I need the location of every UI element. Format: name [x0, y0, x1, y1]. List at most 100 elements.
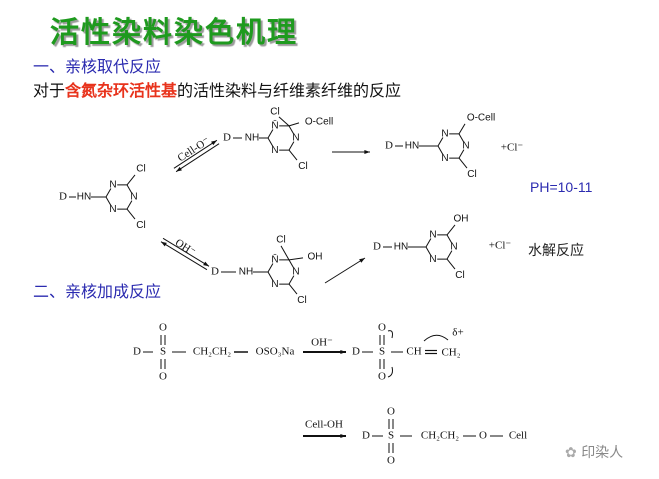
dye-label: D [373, 241, 381, 253]
chlorine: Cl [136, 164, 145, 175]
dye-label: D [362, 430, 370, 442]
slide-title: 活性染料染色机理 [50, 15, 299, 49]
bond [458, 133, 465, 143]
ring-nitrogen: N [450, 242, 457, 253]
reagent-hydroxide: OH⁻ [173, 237, 198, 259]
bond [437, 145, 444, 155]
bond [446, 224, 456, 236]
section1-heading: 一、亲核取代反应 [33, 57, 162, 76]
oxygen: O [159, 371, 167, 383]
ocell-label: O-Cell [305, 117, 333, 128]
amine-label: NH [245, 133, 259, 144]
ring-nitrogen: N̄ [271, 119, 278, 132]
ring-nitrogen: N [271, 145, 278, 156]
hydroxyl: OH [454, 214, 469, 225]
chlorine: Cl [276, 235, 285, 246]
reagent-hydroxide: OH⁻ [311, 337, 333, 349]
bond [446, 250, 453, 260]
bond [126, 174, 136, 186]
hydrolysis-label: 水解反应 [528, 243, 584, 259]
ring-nitrogen: N [462, 141, 469, 152]
ring-nitrogen: N [109, 204, 116, 215]
bond [126, 184, 133, 194]
watermark: ✿ 印染人 [565, 442, 623, 462]
bond [278, 116, 290, 127]
ethylene: CH₂CH₂ [421, 430, 459, 442]
bond [288, 141, 295, 151]
bond [288, 257, 304, 261]
section1-sentence: 对于含氮杂环活性基的活性染料与纤维素纤维的反应 [33, 81, 402, 100]
sentence-prefix: 对于 [33, 81, 66, 100]
bond [288, 275, 295, 285]
dye-label: D [385, 140, 393, 152]
bond [458, 123, 466, 135]
sulfur: S [379, 346, 385, 358]
bond [126, 200, 133, 210]
bond [288, 125, 295, 135]
ring-nitrogen: N [292, 267, 299, 278]
bond [173, 139, 218, 169]
bond [280, 245, 290, 261]
bond [162, 237, 210, 267]
dye-label: D [59, 191, 67, 203]
ring-nitrogen: N [109, 180, 116, 191]
bond [267, 263, 274, 273]
chlorine: Cl [298, 161, 307, 172]
ocell-label: O-Cell [467, 113, 495, 124]
bond [425, 246, 432, 256]
amine-label: HN [405, 141, 419, 152]
bond [105, 188, 112, 198]
bond [175, 143, 220, 173]
ring-nitrogen: N [441, 129, 448, 140]
bond [446, 234, 453, 244]
equilibrium-arrow-icon [160, 241, 167, 247]
sentence-suffix: 的活性染料与纤维素纤维的反应 [177, 81, 402, 100]
ph-condition: PH=10-11 [530, 179, 593, 195]
chlorine: Cl [297, 295, 306, 306]
dye-label: D [352, 346, 360, 358]
bond [267, 271, 274, 281]
wechat-icon: ✿ [565, 445, 582, 461]
ring-nitrogen: N [271, 279, 278, 290]
bond [267, 129, 274, 139]
ring-nitrogen: N [429, 254, 436, 265]
bond [446, 258, 456, 270]
bond [126, 208, 136, 220]
methylene: CH₂ [441, 347, 460, 359]
oxygen: O [159, 322, 167, 334]
bond [288, 149, 298, 161]
arrow-icon [359, 258, 365, 263]
sulfate-ester: OSO₃Na [256, 346, 295, 358]
sulfur: S [388, 430, 394, 442]
equilibrium-arrow-icon [211, 140, 217, 146]
electron-arrow-icon [387, 330, 393, 339]
chlorine: Cl [270, 107, 279, 118]
electron-arrow-icon [387, 366, 393, 378]
ethylene: CH₂CH₂ [193, 346, 231, 358]
bond [288, 122, 300, 127]
arrow-icon [364, 149, 370, 155]
bond [160, 241, 208, 271]
bond [437, 137, 444, 147]
oxygen: O [378, 322, 386, 334]
methine: CH [406, 346, 421, 358]
chlorine: Cl [467, 169, 476, 180]
bond [105, 196, 112, 206]
dye-label: D [223, 132, 231, 144]
ring-nitrogen: N [130, 192, 137, 203]
chlorine: Cl [455, 270, 464, 281]
bond [425, 238, 432, 248]
amine-label: HN [394, 242, 408, 253]
hydroxyl: OH [308, 252, 323, 263]
equilibrium-arrow-icon [203, 261, 210, 267]
equilibrium-arrow-icon [176, 166, 182, 172]
watermark-text: 印染人 [581, 445, 624, 461]
ring-nitrogen: N [441, 153, 448, 164]
bond [288, 283, 298, 295]
bond [288, 259, 295, 269]
bond [324, 257, 366, 284]
byproduct-chloride: +Cl⁻ [501, 142, 524, 154]
partial-charge: δ+ [452, 327, 463, 339]
section2-heading: 二、亲核加成反应 [33, 282, 162, 301]
